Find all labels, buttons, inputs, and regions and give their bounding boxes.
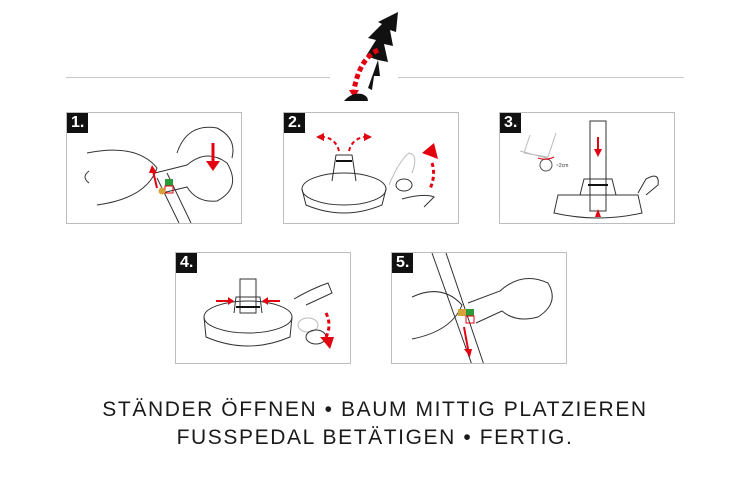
pedal-lock-illustration <box>411 253 553 363</box>
step-4-panel: 4. <box>175 252 351 364</box>
step-5-panel: 5. <box>391 252 567 364</box>
caption-line-1: STÄNDER ÖFFNEN • BAUM MITTIG PLATZIEREN <box>102 398 648 421</box>
step-2-panel: 2. <box>283 112 459 224</box>
open-stand-illustration <box>301 133 438 214</box>
distance-note: ~2cm <box>556 163 568 169</box>
step-number: 3. <box>500 113 522 133</box>
insert-trunk-illustration: ~2cm <box>519 120 659 219</box>
step-3-panel: ~2cm 3. <box>499 112 675 224</box>
divider-right <box>398 77 684 78</box>
step-number: 5. <box>392 253 414 273</box>
step-number: 2. <box>284 113 306 133</box>
step-number: 1. <box>67 113 89 133</box>
step-1-panel: 1. <box>66 112 242 224</box>
step-number: 4. <box>176 253 198 273</box>
close-stand-illustration <box>203 278 334 349</box>
tree-insert-icon <box>344 12 398 101</box>
pedal-release-illustration <box>84 126 234 223</box>
divider-left <box>66 77 330 78</box>
caption-line-2: FUSSPEDAL BETÄTIGEN • FERTIG. <box>176 426 574 449</box>
